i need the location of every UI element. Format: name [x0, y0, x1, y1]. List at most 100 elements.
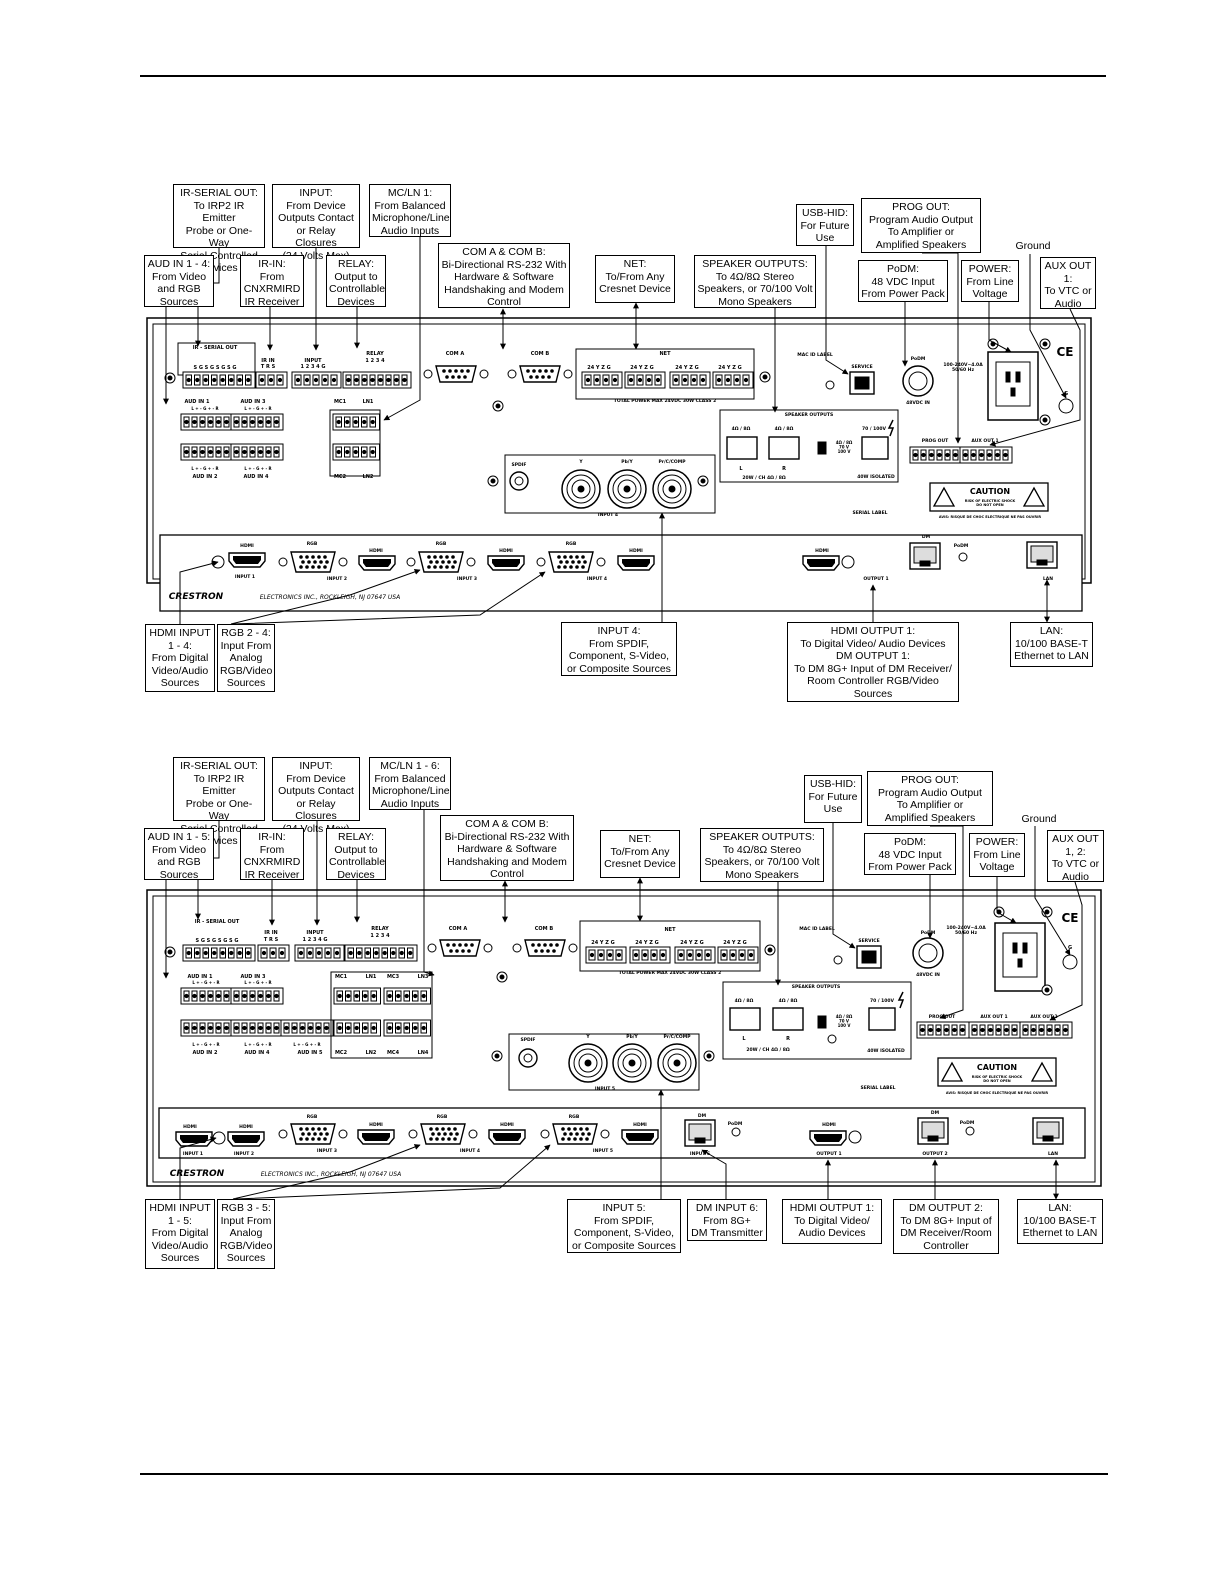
ir-in-terminal-1	[255, 371, 288, 389]
rgb3-port-1-pin	[433, 555, 437, 559]
com-a-port-1-shell	[435, 365, 477, 383]
rgb4-port-2-pin	[449, 1132, 453, 1136]
output1-label-1: OUTPUT 1	[863, 576, 888, 582]
bnc-y-1-pin	[577, 485, 585, 493]
prcomp-label-1: Pr/C/COMP	[658, 459, 686, 465]
net-terminal-1-1-screw	[646, 377, 652, 383]
com-b-port-2-pin	[555, 943, 559, 947]
aud-pins-1a: L + - G + - R	[191, 406, 218, 411]
leader-hdmi-in-2	[179, 1136, 217, 1199]
aud-in5-terminal-2-screw	[292, 1025, 297, 1031]
rgb5-port-2-pin	[567, 1127, 571, 1131]
net-terminal-2-1-screw	[633, 952, 639, 958]
aux-out1-terminal-2	[968, 1021, 1022, 1039]
mc3-terminal-2-screw	[413, 993, 418, 999]
aud-pins-2a: L + - G + - R	[192, 980, 219, 985]
rgb3-port-1-pin	[451, 555, 455, 559]
net-terminal-1-0	[581, 371, 623, 389]
input-terminal-2-screw	[298, 950, 304, 956]
aud-in3-terminal-2-screw	[274, 993, 279, 999]
rgb4-port-1-pin	[575, 555, 579, 559]
callout-podm-2: PoDM: 48 VDC Input From Power Pack	[864, 833, 956, 875]
input2-label-2: INPUT 2	[234, 1151, 254, 1157]
lan-port-1-clip	[1036, 559, 1048, 566]
dm-out-port-1	[909, 542, 941, 570]
brand-sub-2: ELECTRONICS INC., ROCKLEIGH, NJ 07647 US…	[261, 1171, 401, 1178]
rgb4-port-2-pin	[447, 1127, 451, 1131]
aud-in1-terminal-2-screw	[192, 993, 197, 999]
leader-dm-input-2	[701, 1149, 727, 1199]
podm-label-2: PoDM	[921, 930, 936, 936]
ir-in-pins-1: T R S	[261, 364, 276, 370]
rgb4-port-2-pin	[431, 1132, 435, 1136]
spk-right-terminal-2	[772, 1007, 804, 1031]
hdmi-out-label-1: HDMI	[815, 548, 829, 554]
com-a-port-2-pin	[470, 943, 474, 947]
power-pin-2b	[1022, 942, 1028, 954]
rgb2-label-1: RGB	[307, 541, 318, 547]
com-a-port-2-pin	[455, 949, 459, 953]
aux-out-terminal-1-screw	[995, 452, 1000, 458]
com-a-port-2-pin	[464, 943, 468, 947]
ir-serial-terminal-2	[182, 944, 256, 962]
com-b-port-1	[507, 365, 573, 383]
rgb3-port-1	[406, 551, 476, 573]
prog-out-terminal-1-screw	[937, 452, 942, 458]
mc2-label-1: MC2	[334, 474, 347, 480]
com-b-port-2-pin	[540, 949, 544, 953]
aud-pins-2c: L + - G + - R	[192, 1042, 219, 1047]
net-pins-2-3: 24 Y Z G	[723, 940, 747, 946]
screw-mains-tr-2-dot	[1044, 909, 1050, 915]
net-terminal-1-1-screw	[628, 377, 634, 383]
mc1-terminal-1-screw	[336, 419, 341, 425]
aud-in4-terminal-1-screw	[234, 449, 239, 455]
callout-ground-2: Ground	[1021, 813, 1057, 825]
rgb3-port-2-pin	[301, 1132, 305, 1136]
net-pins-1-1: 24 Y Z G	[630, 365, 654, 371]
leader-prog-out-2	[930, 825, 964, 1020]
mc1-terminal-1-screw	[345, 419, 350, 425]
net-terminal-2-2-screw	[678, 952, 684, 958]
callout-lan-1: LAN: 10/100 BASE-T Ethernet to LAN	[1010, 622, 1093, 667]
callout-input-av-1: INPUT 4: From SPDIF, Component, S-Video,…	[561, 622, 677, 676]
rgb2-port-1	[278, 551, 348, 573]
rgb5-port-2	[540, 1123, 610, 1145]
hdmi-out-port-1	[802, 555, 840, 571]
net-pins-1-0: 24 Y Z G	[587, 365, 611, 371]
input3-label-1: INPUT 3	[457, 576, 477, 582]
lan-port-1	[1026, 541, 1058, 569]
aud-pins-1c: L + - G + - R	[191, 466, 218, 471]
serial-label-1: SERIAL LABEL	[852, 510, 887, 516]
mc2-terminal-2-screw	[346, 1025, 351, 1031]
ir-in-terminal-1-screw	[268, 377, 274, 383]
hdmi-out-port-2	[809, 1130, 847, 1146]
spk-volts-1: 70 / 100V	[862, 426, 886, 432]
aud-pins-2d: L + - G + - R	[244, 1042, 271, 1047]
net-terminal-1-3	[712, 371, 754, 389]
aud-in1-terminal-2-screw	[224, 993, 229, 999]
rgb4-port-1-pin	[569, 555, 573, 559]
input-terminal-1-screw	[304, 377, 310, 383]
spk-volts-2: 70 / 100V	[870, 998, 894, 1004]
screw-left-2-dot	[167, 949, 173, 955]
rgb4-port-1-pin	[583, 560, 587, 564]
relay-terminal-1-screw	[378, 377, 383, 383]
leader-mc-ln-1	[383, 237, 421, 421]
aux-out2-terminal-2-screw	[1055, 1027, 1060, 1033]
aux-out2-terminal-2-screw	[1047, 1027, 1052, 1033]
aud-in2-terminal-1-screw	[184, 449, 189, 455]
callout-usb-hid-1: USB-HID: For Future Use	[796, 204, 854, 246]
hdmi-in1-port-1-port	[233, 556, 261, 564]
aud-in4-terminal-2-screw	[242, 1025, 247, 1031]
spk-left-terminal-1	[726, 436, 758, 460]
ir-serial-terminal-1-screw	[186, 377, 191, 383]
aux-out1-terminal-2-screw	[1012, 1027, 1017, 1033]
lan-port-2-clip	[1042, 1135, 1054, 1142]
callout-speaker-outputs-1: SPEAKER OUTPUTS: To 4Ω/8Ω Stereo Speaker…	[694, 255, 816, 308]
footer-rule	[140, 1473, 1108, 1475]
rgb5-port-2-screw-l	[540, 1129, 550, 1139]
prog-out-label-1: PROG OUT	[922, 438, 949, 444]
screw-mains-br-2	[1041, 984, 1053, 996]
net-terminal-1-0-screw	[594, 377, 600, 383]
caution-label-1: CAUTION	[970, 487, 1010, 496]
